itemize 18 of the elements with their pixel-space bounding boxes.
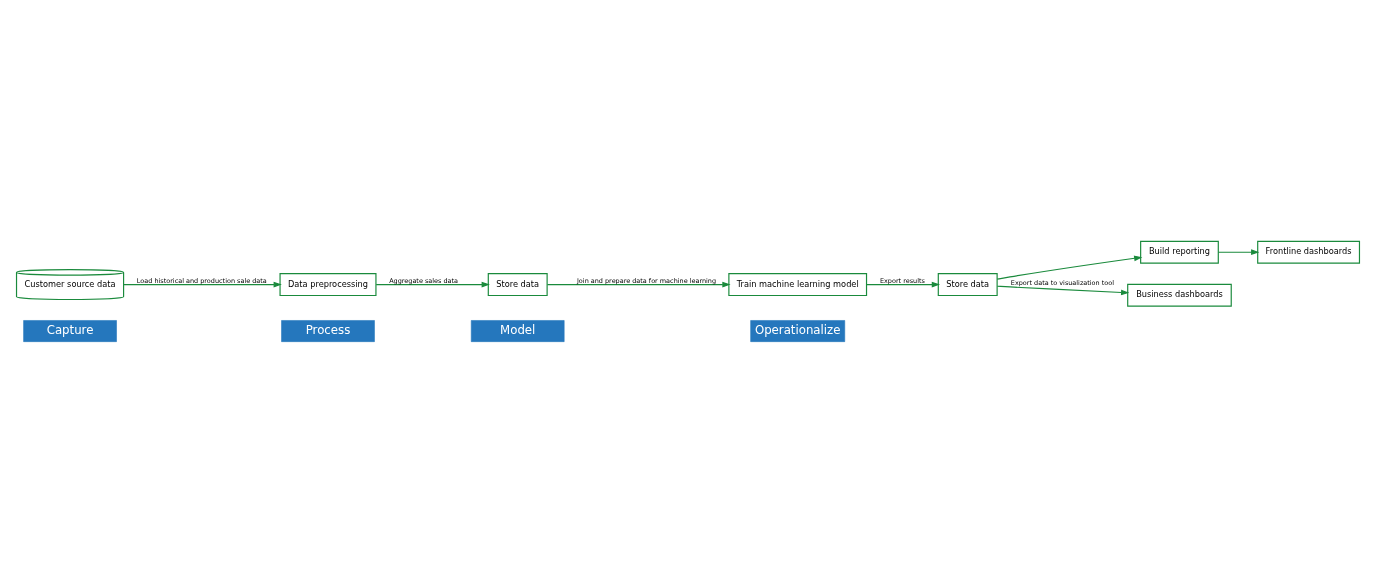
arrow [375,281,490,288]
node-box: Business dashboards [1127,283,1232,307]
node-box: Store data [487,273,548,297]
node-box: Frontline dashboards [1257,240,1361,264]
node-box: Capture [23,320,117,342]
node-box: Model [470,320,565,342]
arrow [123,281,282,288]
node-box: Operationalize [750,320,846,342]
node-box: Store data [937,273,998,297]
node-box: Data preprocessing [279,273,377,297]
arrow [996,285,1130,296]
arrow [866,281,940,288]
node-box: Train machine learning model [728,273,868,297]
node-box: Build reporting [1140,240,1219,264]
arrow [1217,249,1260,256]
arrow [996,255,1143,280]
node-box: Process [281,320,375,342]
arrow [546,281,731,288]
